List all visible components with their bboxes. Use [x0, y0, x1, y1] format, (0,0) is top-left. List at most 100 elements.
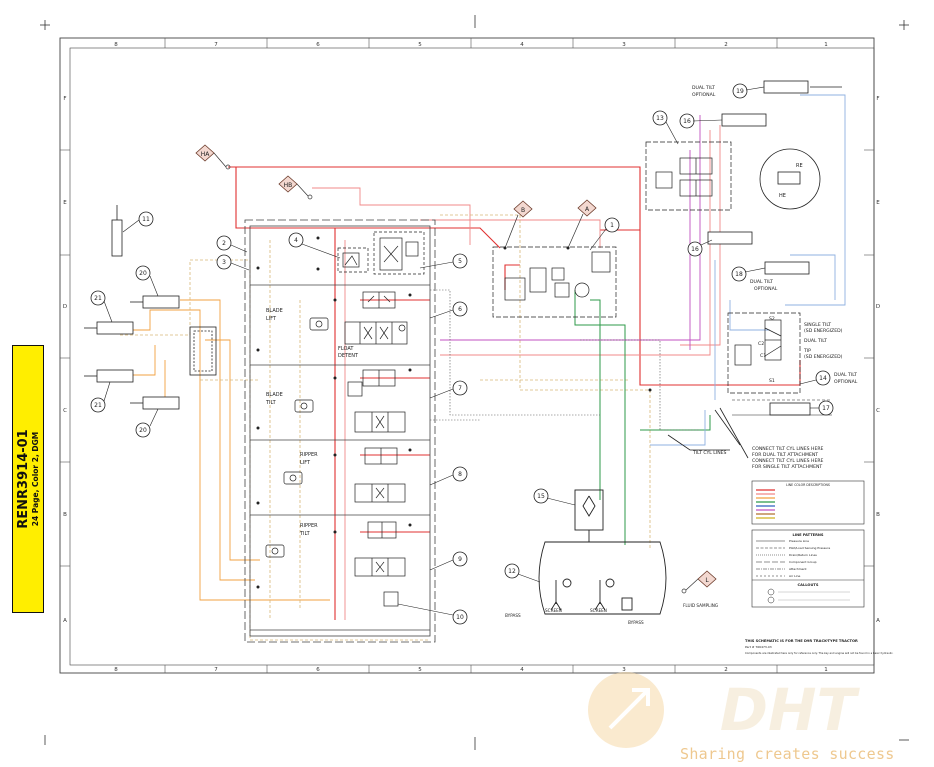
grid-row-right: C [876, 408, 880, 414]
drain-lines [110, 299, 330, 601]
line-legend-row: Air Line [789, 574, 800, 578]
grid-row-right: B [876, 512, 880, 518]
callout-number: 18 [735, 271, 743, 278]
svg-text:A: A [585, 206, 590, 213]
line-pattern-legend: LINE PATTERNS Pressure Line Pilot/Load S… [751, 529, 865, 608]
line-legend-row: Component Group [789, 560, 817, 564]
port-a: A [567, 199, 597, 249]
blade-lift-label: BLADE [266, 308, 283, 314]
dual-tilt-optional-top: OPTIONAL [692, 92, 716, 98]
callout-number: 21 [94, 402, 102, 409]
grid-col-top: 5 [418, 42, 422, 48]
grid-row-left: D [63, 304, 67, 310]
blade-lift-label: LIFT [266, 316, 277, 322]
callout-number: 13 [656, 115, 664, 122]
grid-col-top: 4 [520, 42, 524, 48]
single-tilt-label: SINGLE TILT [804, 322, 831, 328]
grid-row-left: C [63, 408, 67, 414]
fluid-sampling-label: FLUID SAMPLING [683, 603, 718, 608]
bypass-label-left: BYPASS [505, 613, 521, 618]
callout-number: 12 [508, 568, 516, 575]
note-line: Part # 766473-03 [745, 645, 772, 649]
bypass-label-right: BYPASS [628, 620, 644, 625]
grid-col-bottom: 1 [824, 667, 828, 673]
callout-leaders [103, 86, 819, 616]
green-lines [574, 290, 711, 545]
grid-col-bottom: 8 [114, 667, 118, 673]
control-valve-8 [283, 447, 406, 503]
callout-number: 14 [819, 375, 827, 382]
tilt-control-valve-13 [645, 141, 732, 211]
callout-number: 20 [139, 270, 147, 277]
note-line: THIS SCHEMATIC IS FOR THE D9R TRACK-TYPE… [745, 639, 858, 643]
grid-col-bottom: 6 [316, 667, 320, 673]
case-drain-lines [430, 289, 700, 431]
ripper-tilt-label: TILT [299, 531, 311, 537]
control-valve-7 [294, 369, 406, 433]
grid-col-bottom: 5 [418, 667, 422, 673]
color-legend: LINE COLOR DESCRIPTIONS [751, 480, 865, 525]
hydraulic-tank [538, 489, 667, 615]
diverter-valve-14 [727, 312, 801, 394]
dual-tilt-optional-bottom: DUAL TILT [750, 279, 773, 285]
dual-tilt-label: DUAL TILT [804, 338, 827, 344]
document-number: RENR3914-01 [16, 429, 31, 529]
line-legend-row: Attachment [789, 567, 807, 571]
blade-tilt-label: BLADE [266, 392, 283, 398]
tilt-cyl-lines-label: TILT CYL LINES [692, 450, 727, 456]
connect-note: FOR DUAL TILT ATTACHMENT [752, 452, 818, 458]
callout-number: 20 [139, 427, 147, 434]
grid-col-top: 6 [316, 42, 320, 48]
line-legend-row: Drain/Return Lines [789, 553, 817, 557]
watermark-logo-text: DHT [720, 676, 861, 744]
single-tilt-label: (SD ENERGIZED) [804, 328, 843, 334]
float-detent-label: FLOAT [338, 346, 354, 352]
callout-number: 2 [222, 240, 226, 247]
corner-marks [40, 15, 909, 750]
he-label: HE [779, 193, 786, 199]
grid-row-left: F [63, 96, 66, 102]
ripper-lift-label: RIPPER [300, 452, 318, 458]
purple-lines [440, 115, 701, 350]
line-legend-row: Pilot/Load Sensing Pressure [789, 546, 830, 550]
port-l: L [681, 570, 717, 594]
svg-text:LINE PATTERNS: LINE PATTERNS [793, 533, 824, 537]
port-b: B [504, 200, 533, 249]
dual-tilt-optional-bottom: OPTIONAL [754, 286, 778, 292]
blue-lines [650, 94, 846, 446]
connect-note: CONNECT TILT CYL LINES HERE [752, 446, 824, 452]
grid-row-right: D [876, 304, 880, 310]
pump-group [492, 246, 617, 318]
unloading-valve-5 [373, 231, 425, 275]
grid-row-right: A [876, 618, 880, 624]
port-ha: HA [195, 144, 231, 170]
document-side-tag: RENR3914-01 24 Page, Color 2, DGM [12, 345, 44, 613]
callout-number: 21 [94, 295, 102, 302]
screen-label-left: SCREEN [545, 608, 562, 613]
grid-col-top: 2 [724, 42, 728, 48]
control-valve-6 [309, 291, 408, 345]
line-legend-row: Pressure Line [789, 539, 809, 543]
grid-col-bottom: 7 [214, 667, 218, 673]
grid-col-top: 7 [214, 42, 218, 48]
port-s1-label: S1 [769, 378, 775, 384]
grid-col-bottom: 2 [724, 667, 728, 673]
relief-valve-4 [337, 247, 369, 273]
ripper-tilt-label: RIPPER [300, 523, 318, 529]
tilt-cyl-lines [667, 407, 749, 459]
grid-row-right: E [876, 200, 880, 206]
svg-text:HB: HB [284, 182, 293, 189]
control-valve-9 [265, 521, 406, 607]
document-subtitle: 24 Page, Color 2, DGM [31, 431, 40, 527]
callout-number: 19 [736, 88, 744, 95]
callout-number: 6 [458, 306, 462, 313]
callout-bubbles [90, 83, 834, 625]
callout-number: 1 [610, 222, 614, 229]
zone-ticks [60, 38, 874, 673]
callout-number: 11 [142, 216, 150, 223]
callout-number: 17 [822, 405, 830, 412]
callout-number: 9 [458, 556, 462, 563]
port-hb: HB [278, 175, 313, 200]
callout-number: 10 [456, 614, 464, 621]
